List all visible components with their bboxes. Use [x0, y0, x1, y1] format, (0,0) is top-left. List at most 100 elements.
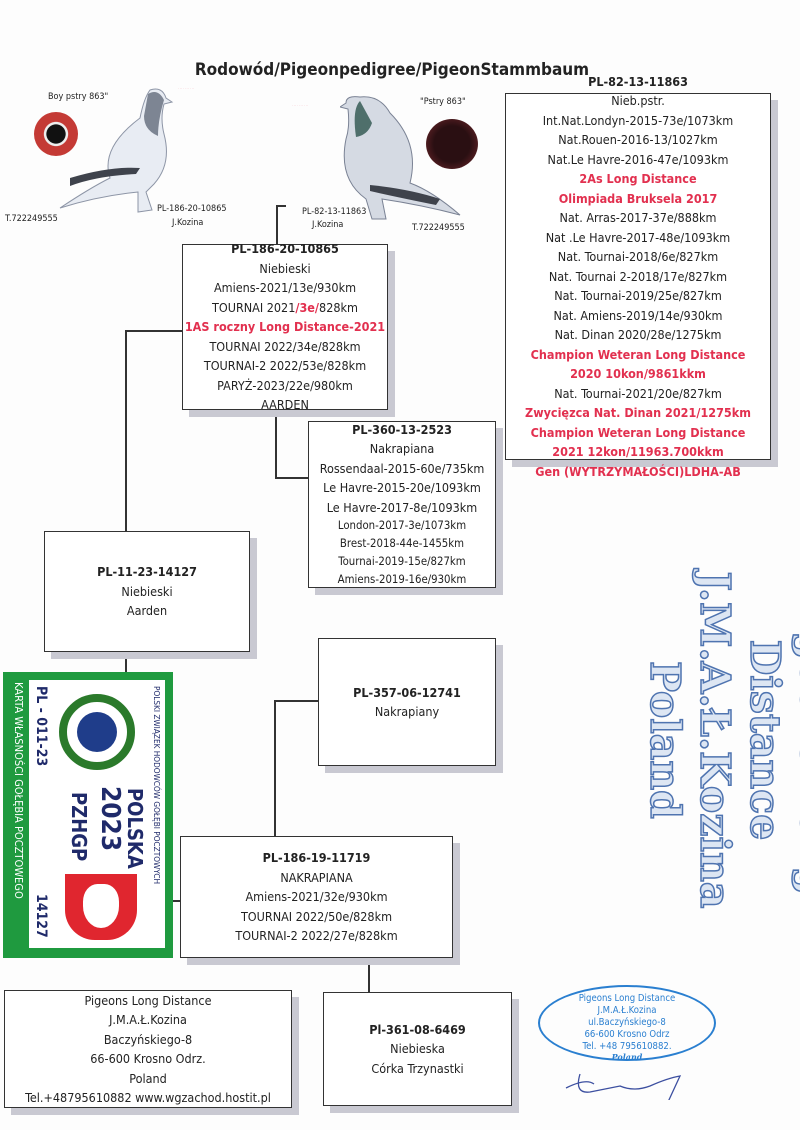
stamp-line: Pigeons Long Distance — [578, 993, 676, 1004]
card-country: POLSKA — [123, 788, 147, 869]
box-line: Gen (WYTRZYMAŁOŚCI)LDHA-AB — [535, 463, 741, 479]
box-line: TOURNAI-2 2022/27e/828km — [235, 928, 398, 944]
sire-mini-notes: · · · · · · · · · · — [178, 86, 195, 90]
grandsire-mini-notes: · · · · · · · · · · — [292, 103, 309, 107]
card-number: 14127 — [33, 894, 49, 938]
box-line: J.M.A.Ł.Kozina — [109, 1012, 187, 1027]
box-line: Champion Weteran Long Distance — [530, 346, 746, 362]
box-line: Nat. Tournai-2021/20e/827km — [554, 385, 722, 401]
box-line: Poland — [129, 1070, 167, 1086]
sire-owner-label: J.Kozina — [172, 218, 204, 228]
box-line: Tel.+48795610882 www.wgzachod.hostit.pl — [25, 1090, 271, 1105]
photo-left: Boy pstry 863" · · · · · · · · · · T.722… — [0, 80, 240, 230]
box-line: Nat.Rouen-2016-13/1027km — [558, 132, 718, 148]
box-line: Rossendaal-2015-60e/735km — [319, 460, 485, 476]
box-line: Nat. Dinan 2020/28e/1275km — [554, 327, 722, 343]
connector-line — [274, 700, 318, 702]
box-line: Baczyńskiego-8 — [103, 1031, 193, 1047]
box-line: TOURNAI 2022/34e/828km — [209, 338, 361, 354]
connector-line — [125, 330, 182, 332]
pigeon-icon — [340, 96, 461, 220]
ring-number: PL-11-23-14127 — [97, 564, 197, 580]
page-title: Rodowód/Pigeonpedigree/PigeonStammbaum — [194, 60, 590, 80]
ring-number: PL-186-19-11719 — [262, 850, 371, 866]
grandsire-ring-label: PL-82-13-11863 — [302, 207, 367, 217]
sire-name-label: Boy pstry 863" — [48, 92, 109, 102]
grandsire-owner-label: J.Kozina — [312, 220, 344, 230]
connector-line — [276, 205, 278, 244]
box-line: 2020 10kon/9861kkm — [570, 366, 706, 382]
box-line: Amiens-2021/32e/930km — [245, 889, 388, 905]
signature — [565, 1073, 682, 1100]
box-line: Niebieski — [121, 583, 173, 599]
box-line: Nakrapiana — [369, 441, 435, 457]
box-line: Nat. Tournai-2018/6e/827km — [557, 249, 719, 265]
eagle-emblem-icon — [65, 874, 137, 940]
ring-number: PL-360-13-2523 — [352, 421, 452, 437]
box-line: Nat .Le Havre-2017-48e/1093km — [545, 229, 731, 245]
box-line: Nakrapiany — [374, 704, 440, 719]
connector-line — [125, 652, 127, 672]
breeder-watermark: Pigeons Long Distance J.M.A.Ł.Kozina Pol… — [640, 520, 800, 960]
sire-ring-label: PL-186-20-10865 — [157, 204, 227, 214]
box-line: 2021 12kon/11963.700kkm — [552, 444, 724, 460]
ring-number: Pl-361-08-6469 — [369, 1021, 466, 1037]
eye-icon — [426, 119, 478, 169]
box-line: Champion Weteran Long Distance — [530, 424, 746, 440]
box-line: Niebieski — [259, 260, 311, 276]
box-line: Aarden — [126, 603, 168, 619]
ownership-card: KARTA WŁASNOŚCI GOŁĘBIA POCZTOWEGO POLSK… — [3, 672, 173, 958]
box-line: PARYŻ-2023/22e/980km — [217, 377, 353, 393]
connector-line — [274, 700, 276, 836]
grandsire-name-label: "Pstry 863" — [420, 97, 466, 107]
eye-icon — [34, 112, 78, 156]
box-line: TOURNAI-2 2022/53e/828km — [203, 358, 367, 374]
card-abbr: PZHGP — [67, 792, 91, 862]
photo-right: "Pstry 863" · · · · · · · · · · PL-82-13… — [280, 85, 500, 235]
breeder-stamp: Pigeons Long Distance J.M.A.Ł.Kozina ul.… — [538, 985, 716, 1061]
card-inner: POLSKI ZWIĄZEK HODOWCÓW GOŁĘBI POCZTOWYC… — [29, 680, 165, 948]
stamp-line: J.M.A.Ł.Kozina — [597, 1005, 657, 1016]
box-line: Le Havre-2017-8e/1093km — [326, 499, 478, 515]
box-line: Amiens-2021/13e/930km — [213, 280, 357, 296]
stamp-line: 66-600 Krosno Odrz — [584, 1029, 670, 1040]
connector-line — [368, 958, 370, 992]
box-line: TOURNAI 2021/3e/828km — [212, 299, 358, 315]
box-line: Tournai-2019-15e/827km — [338, 555, 466, 569]
box-line: London-2017-3e/1073km — [337, 519, 467, 533]
box-line: Nieb.pstr. — [611, 93, 665, 109]
sire-phone: T.722249555 — [5, 214, 58, 224]
box-line: Pigeons Long Distance — [84, 992, 212, 1008]
box-line: 66-600 Krosno Odrz. — [90, 1051, 206, 1066]
box-line: Int.Nat.Londyn-2015-73e/1073km — [542, 112, 734, 128]
pzhgp-logo — [59, 694, 135, 770]
card-ring: PL - 011-23 — [33, 686, 49, 767]
box-line: NAKRAPIANA — [280, 869, 353, 885]
highlight-result: /3e/ — [295, 299, 320, 315]
box-line: Nat. Tournai 2-2018/17e/827km — [548, 268, 728, 284]
box-line: Zwycięzca Nat. Dinan 2021/1275km — [525, 405, 751, 421]
watermark-line: Pigeons Long Distance — [740, 584, 800, 896]
ring-number: PL-82-13-11863 — [588, 73, 688, 89]
box-line: Córka Trzynastki — [371, 1060, 464, 1076]
ring-number: PL-357-06-12741 — [353, 684, 461, 700]
connector-line — [172, 900, 180, 902]
connector-line — [276, 205, 286, 207]
stamp-line: Tel. +48 795610882. — [582, 1041, 672, 1052]
box-line: Brest-2018-44e-1455km — [339, 537, 465, 551]
card-org: POLSKI ZWIĄZEK HODOWCÓW GOŁĘBI POCZTOWYC… — [152, 686, 162, 885]
watermark-line: Poland — [640, 660, 690, 819]
pigeon-icon — [59, 88, 174, 213]
box-line: AARDEN — [261, 397, 309, 413]
connector-line — [125, 330, 127, 531]
box-line: Nat. Arras-2017-37e/888km — [559, 210, 717, 226]
stamp-line: Poland — [611, 1052, 643, 1062]
box-line: Niebieska — [390, 1041, 445, 1057]
